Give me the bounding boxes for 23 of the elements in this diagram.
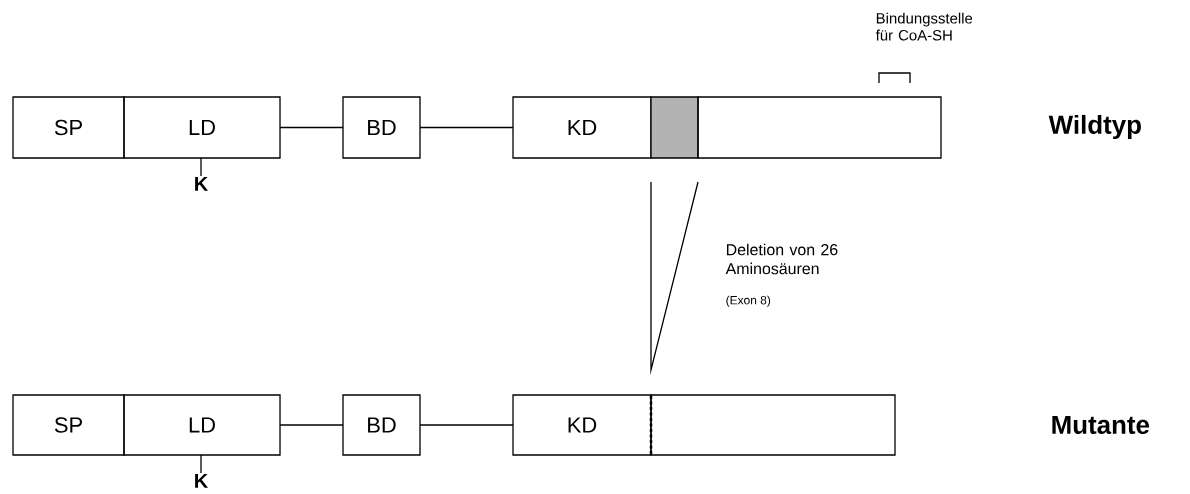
domain-box: BD [342,394,421,456]
segment-box [650,394,896,456]
domain-box: LD [123,394,281,456]
annotation-text: Deletion von 26 Aminosäuren [725,243,838,275]
leader-line [200,454,202,474]
domain-box: SP [12,394,125,456]
residue-label: K [195,177,208,191]
linker-line [419,424,514,426]
deleted-segment-box [650,96,699,159]
linker-line [419,126,514,129]
linker-line [279,424,344,426]
domain-box: KD [512,394,652,456]
row-label: Wildtyp [1048,114,1141,140]
annotation-text: Bindungsstelle für CoA-SH [875,12,973,41]
residue-label: K [195,474,208,488]
domain-box: SP [12,96,125,159]
linker-line [279,126,344,129]
segment-box [697,96,942,159]
leader-line [200,157,202,177]
domain-box: LD [123,96,281,159]
domain-box: BD [342,96,421,159]
row-label: Mutante [1052,415,1150,435]
annotation-text: (Exon 8) [726,295,771,307]
